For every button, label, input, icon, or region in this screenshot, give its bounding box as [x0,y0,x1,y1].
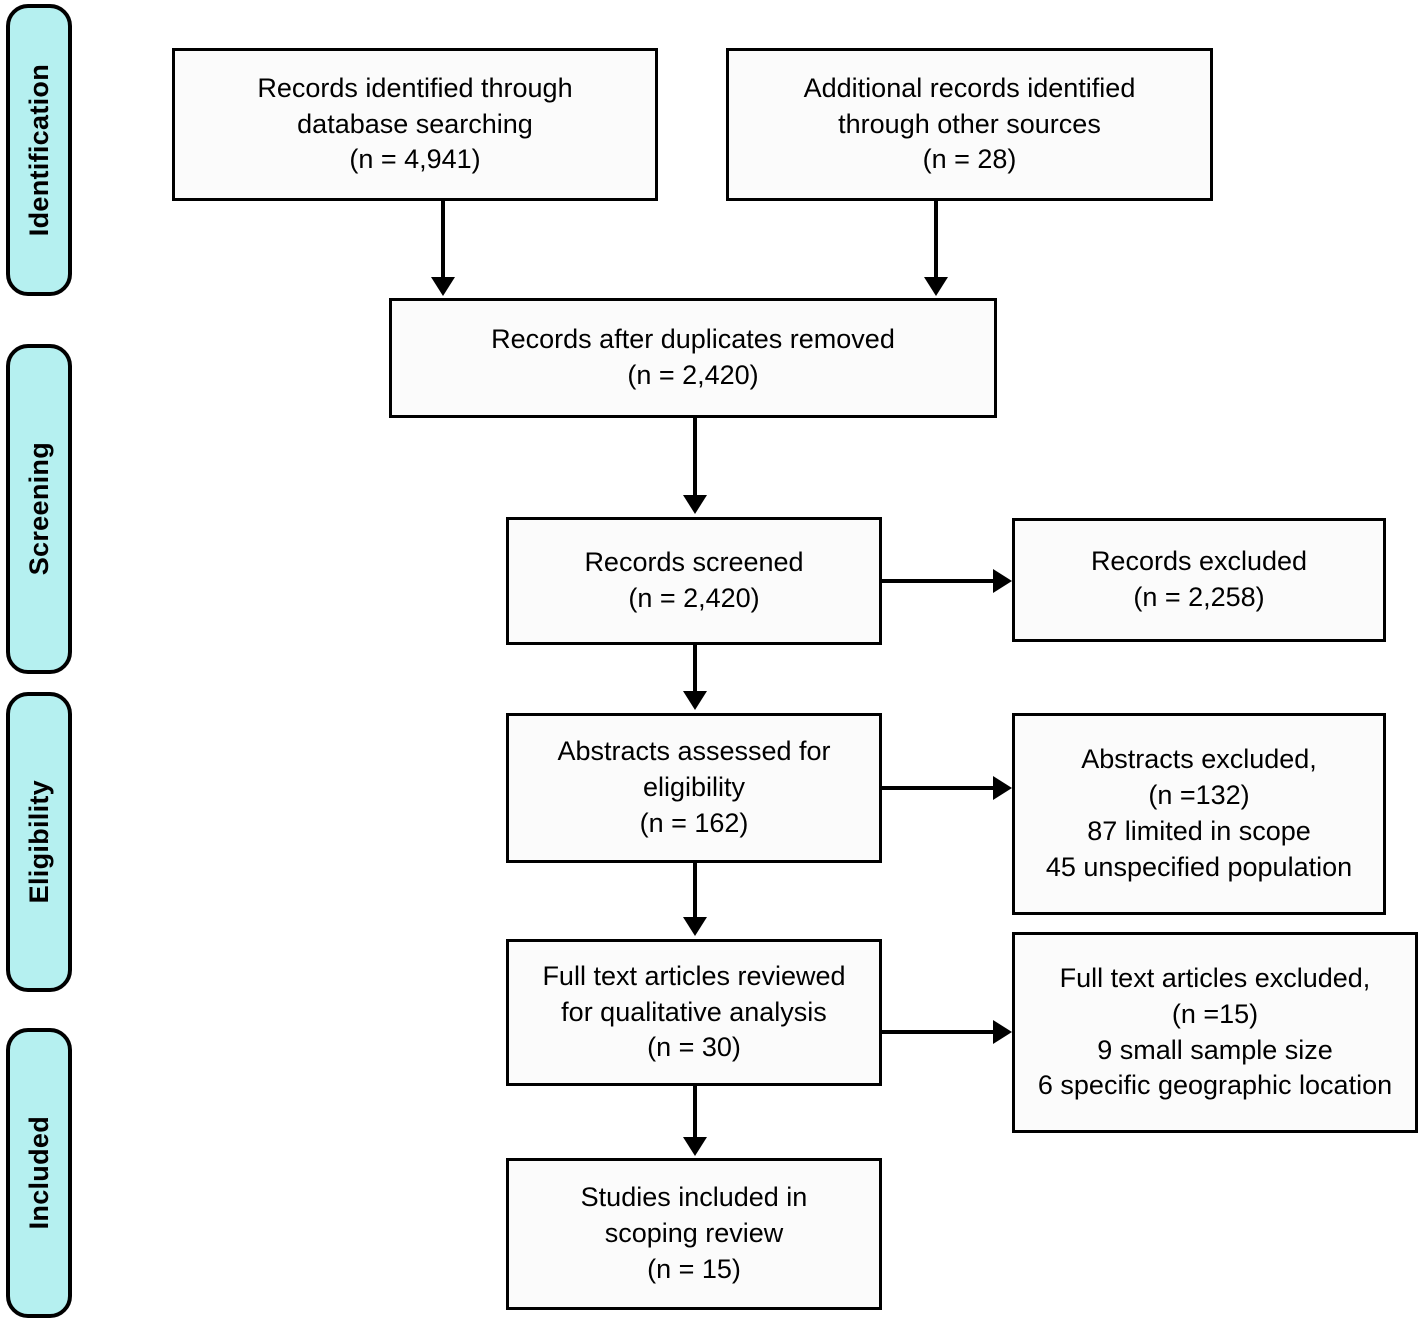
box-line: eligibility [642,772,746,803]
arrowhead-screened-to-abstracts [683,691,707,710]
stage-label-identification: Identification [23,63,54,237]
box-line: (n = 2,258) [1133,582,1265,612]
arrowhead-abstracts-to-excluded [993,776,1012,800]
box-line: (n = 4,941) [349,144,481,175]
connector-other-to-duplicates [934,201,938,278]
box-line: scoping review [604,1218,784,1249]
box-line: Records screened [584,547,804,578]
arrowhead-abstracts-to-fulltext [683,917,707,936]
connector-screened-to-abstracts [693,645,697,692]
box-studies-included: Studies included in scoping review (n = … [506,1158,882,1310]
box-line: (n = 30) [647,1032,741,1063]
box-line: through other sources [838,108,1101,139]
box-other-sources: Additional records identified through ot… [726,48,1213,201]
arrowhead-other-to-duplicates [924,277,948,296]
box-line: Abstracts excluded, [1081,744,1317,775]
box-line: Full text articles reviewed [542,960,846,991]
box-line: (n =15) [1171,998,1259,1029]
box-abstracts-assessed: Abstracts assessed for eligibility (n = … [506,713,882,863]
box-line: Records after duplicates removed [491,324,895,355]
connector-abstracts-to-fulltext [693,863,697,918]
box-line: (n = 162) [639,807,749,838]
box-line: (n = 28) [922,144,1017,175]
box-abstracts-excluded: Abstracts excluded, (n =132) 87 limited … [1012,713,1386,915]
stage-tab-identification: Identification [6,4,72,296]
box-line: 87 limited in scope [1087,816,1311,846]
box-line: database searching [297,108,533,139]
connector-screened-to-excluded [882,579,994,583]
box-line: (n = 15) [647,1253,741,1284]
box-fulltext-excluded: Full text articles excluded, (n =15) 9 s… [1012,932,1418,1133]
stage-label-included: Included [23,1116,54,1230]
box-records-screened: Records screened (n = 2,420) [506,517,882,645]
stage-label-screening: Screening [23,442,54,576]
connector-duplicates-to-screened [693,418,697,496]
box-line: (n = 2,420) [628,583,760,613]
box-line: Full text articles excluded, [1059,962,1371,993]
box-database-search: Records identified through database sear… [172,48,658,201]
arrowhead-fulltext-to-included [683,1137,707,1156]
box-line: 45 unspecified population [1045,851,1353,882]
arrowhead-fulltext-to-excluded [993,1020,1012,1044]
box-records-excluded: Records excluded (n = 2,258) [1012,518,1386,642]
box-line: Additional records identified [803,72,1136,103]
box-line: Abstracts assessed for [557,736,831,767]
connector-fulltext-to-excluded [882,1030,994,1034]
arrowhead-screened-to-excluded [993,569,1012,593]
box-line: Records identified through [257,72,573,103]
stage-tab-included: Included [6,1028,72,1318]
box-duplicates-removed: Records after duplicates removed (n = 2,… [389,298,997,418]
box-line: for qualitative analysis [561,996,827,1027]
stage-tab-screening: Screening [6,344,72,674]
box-line: 6 specific geographic location [1037,1070,1393,1101]
connector-database-to-duplicates [441,201,445,278]
stage-label-eligibility: Eligibility [23,780,54,904]
box-line: Records excluded [1090,546,1308,577]
arrowhead-duplicates-to-screened [683,495,707,514]
box-line: (n =132) [1148,780,1250,811]
box-line: 9 small sample size [1097,1034,1333,1065]
connector-abstracts-to-excluded [882,786,994,790]
arrowhead-database-to-duplicates [431,277,455,296]
box-fulltext-reviewed: Full text articles reviewed for qualitat… [506,939,882,1086]
connector-fulltext-to-included [693,1086,697,1138]
stage-tab-eligibility: Eligibility [6,692,72,992]
box-line: Studies included in [580,1182,808,1213]
box-line: (n = 2,420) [627,360,759,390]
